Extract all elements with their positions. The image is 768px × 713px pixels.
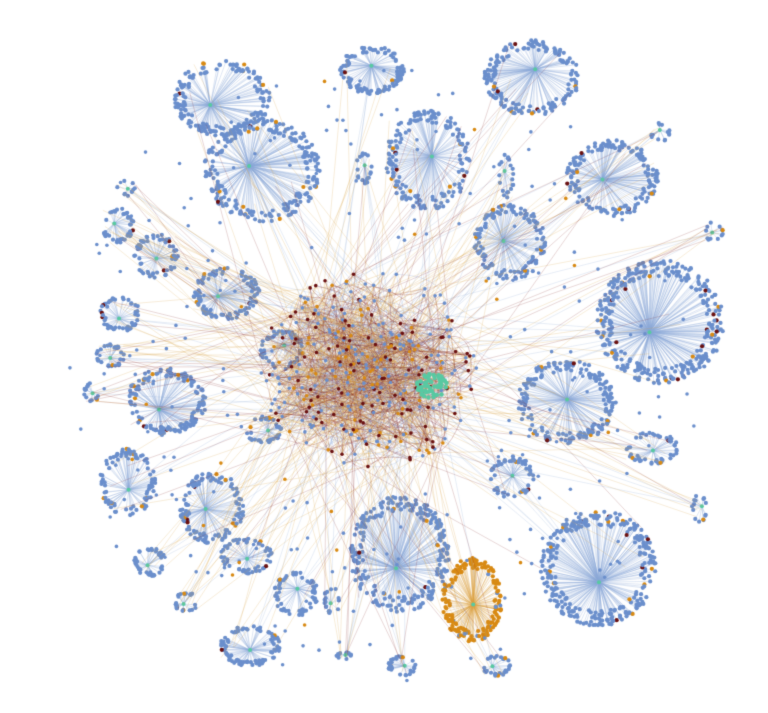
network-graph-canvas bbox=[0, 0, 768, 713]
